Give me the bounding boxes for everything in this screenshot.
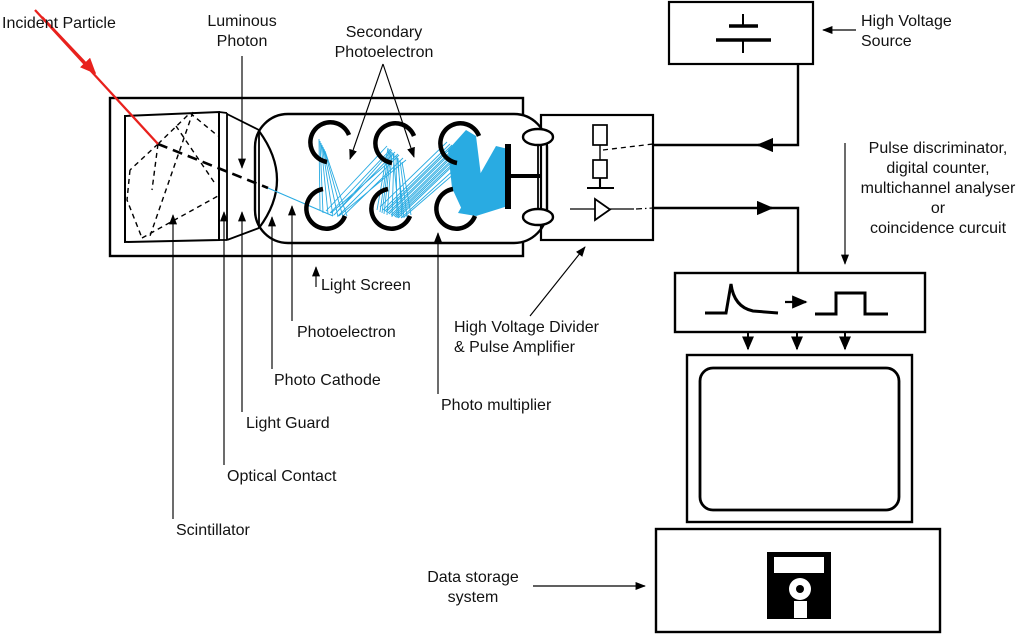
dynode (308, 120, 352, 165)
tube-pin (521, 127, 555, 147)
label-photoelectron: Photoelectron (297, 324, 396, 341)
label-incident-particle: Incident Particle (2, 15, 116, 32)
label-pulse-discriminator: Pulse discriminator, digital counter, mu… (860, 140, 1016, 237)
hv-source-box (667, 0, 815, 66)
dynode (434, 186, 478, 231)
dynode (373, 121, 417, 166)
square-pulse-icon (815, 291, 888, 316)
dynode (438, 121, 482, 166)
label-hv-divider: High Voltage Divider & Pulse Amplifier (454, 319, 599, 356)
crt-monitor-icon (685, 353, 914, 524)
label-photo-cathode: Photo Cathode (274, 372, 381, 389)
leader-secondary-photoelectron (349, 63, 384, 160)
photon-scatter-paths (126, 111, 219, 239)
leader-secondary-photoelectron (382, 63, 415, 158)
dynode (304, 186, 348, 231)
luminous-photon-path (157, 142, 269, 190)
label-optical-contact: Optical Contact (227, 468, 337, 485)
data-storage-box (654, 527, 942, 634)
label-scintillator: Scintillator (176, 522, 250, 539)
incident-particle-arrow (34, 9, 159, 145)
label-high-voltage-source: High Voltage Source (861, 13, 952, 50)
light-guide (226, 113, 260, 241)
signal-wires (653, 64, 800, 273)
tube-pin (521, 207, 555, 227)
leader-hv-divider (529, 246, 586, 317)
resistor-icon (592, 159, 608, 179)
exponential-pulse-icon (705, 283, 779, 315)
dynode (369, 186, 413, 231)
label-light-screen: Light Screen (321, 277, 411, 294)
dynodes (304, 120, 482, 231)
scintillator-block (124, 110, 278, 244)
label-photo-multiplier: Photo multiplier (441, 397, 552, 414)
hv-divider-box (539, 113, 655, 242)
label-secondary-photoelectron: Secondary Photoelectron (334, 24, 434, 61)
amplifier-triangle-icon (594, 197, 612, 222)
ground-icon (587, 178, 614, 190)
electron-shower (267, 130, 508, 219)
optical-contact-strip (218, 111, 228, 241)
label-luminous-photon: Luminous Photon (207, 13, 277, 50)
monitor-screen (698, 366, 901, 512)
pulse-shaper-box (673, 271, 927, 334)
label-data-storage: Data storage system (427, 569, 519, 606)
photoelectron-track (267, 187, 334, 217)
resistor-icon (592, 124, 608, 146)
floppy-disk-icon (767, 552, 831, 619)
label-light-guard: Light Guard (246, 415, 330, 432)
label-leader-lines (168, 25, 856, 591)
anode-assembly (505, 144, 540, 210)
photocathode-lens (258, 130, 278, 229)
